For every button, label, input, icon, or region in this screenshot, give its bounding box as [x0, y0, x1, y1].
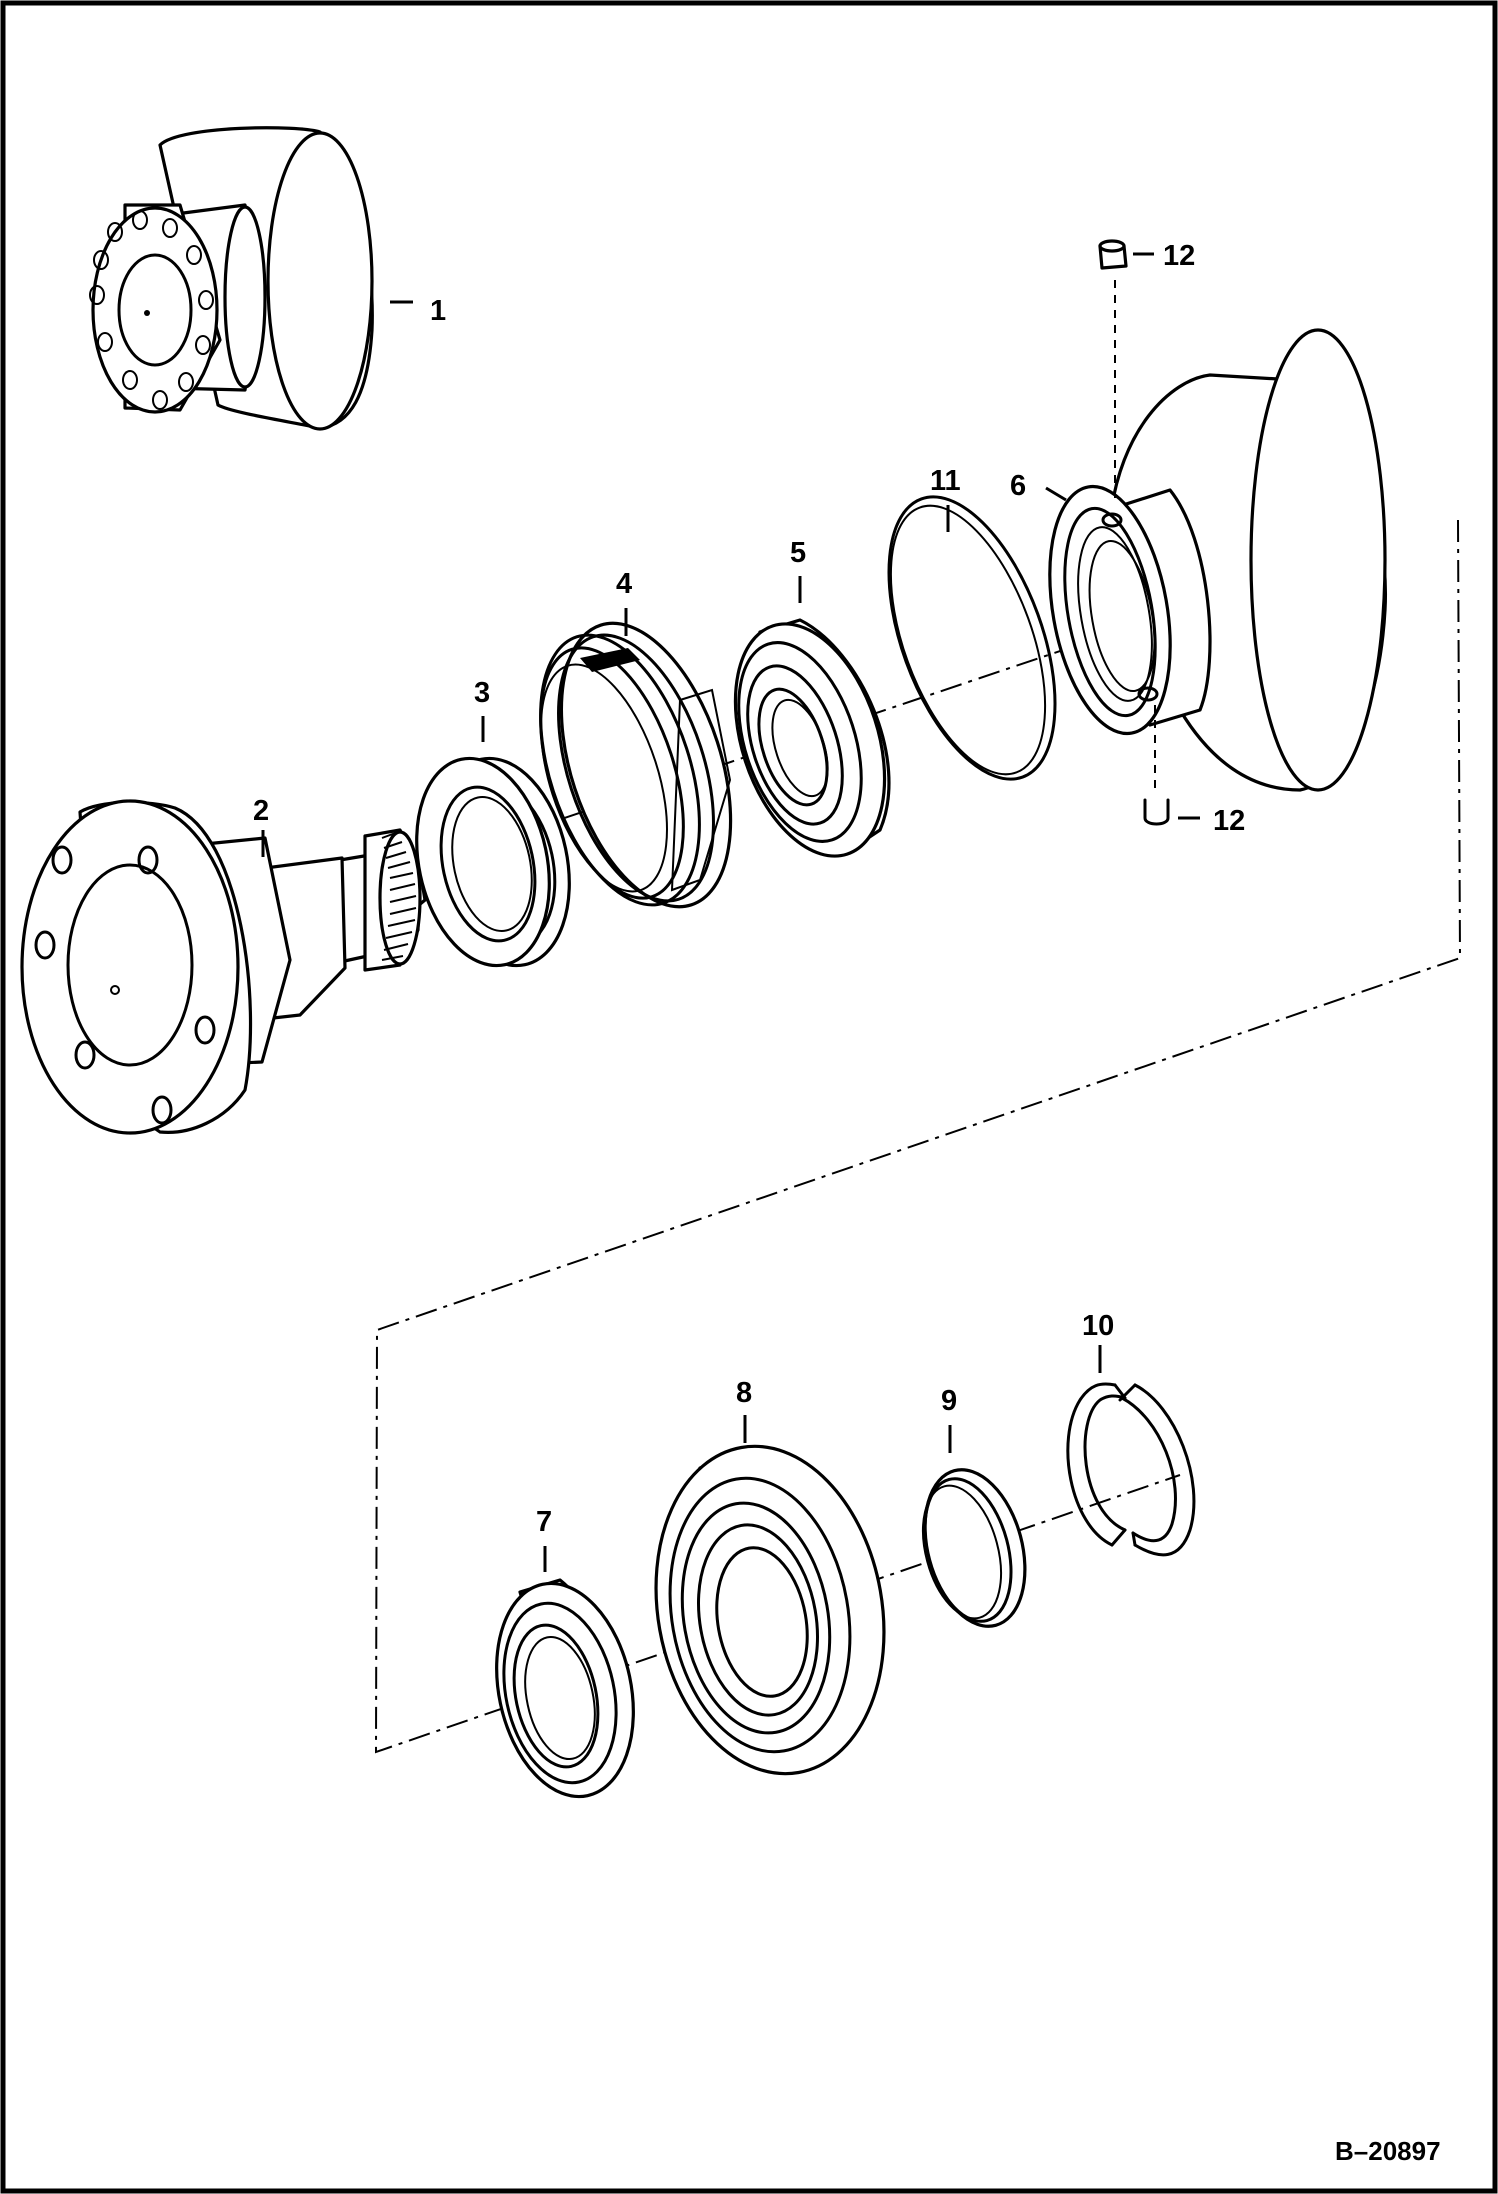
- part-12-plug-bottom: [1143, 705, 1200, 826]
- part-4-ring-gear: [539, 608, 733, 909]
- part-10-snap-ring: [1066, 1345, 1196, 1557]
- callout-labels: 1 2 3 4 5 6 7 8 9 10 11 12 12: [253, 240, 1245, 1538]
- callout-3: 3: [474, 677, 490, 709]
- callout-12-top: 12: [1163, 240, 1195, 272]
- callout-9: 9: [941, 1385, 957, 1417]
- connecting-frame: [374, 519, 1462, 1754]
- part-11-o-ring: [887, 495, 1057, 781]
- part-8-bearing: [654, 1415, 886, 1776]
- drawing-number: B–20897: [1335, 2136, 1441, 2166]
- callout-11: 11: [930, 465, 961, 497]
- part-12-plug-top: [1098, 239, 1154, 500]
- bolt-holes: [89, 210, 214, 410]
- part-1-hub-cover: [89, 126, 413, 431]
- part-9-o-ring: [922, 1425, 1027, 1628]
- callout-2: 2: [253, 795, 269, 827]
- callout-8: 8: [736, 1377, 752, 1409]
- part-3-seal-ring: [415, 716, 571, 968]
- flange-bolt-holes: [34, 845, 216, 1125]
- callout-1: 1: [430, 295, 446, 327]
- spline-teeth: [363, 828, 422, 972]
- callout-7: 7: [536, 1506, 552, 1538]
- callout-10: 10: [1082, 1310, 1114, 1342]
- callout-4: 4: [616, 568, 632, 600]
- part-5-bearing: [733, 576, 891, 858]
- part-6-housing: [1045, 328, 1388, 792]
- part-2-output-shaft: [20, 799, 427, 1135]
- callout-6: 6: [1010, 470, 1026, 502]
- part-7-seal: [495, 1546, 635, 1799]
- callout-12-bottom: 12: [1213, 805, 1245, 837]
- callout-5: 5: [790, 537, 806, 569]
